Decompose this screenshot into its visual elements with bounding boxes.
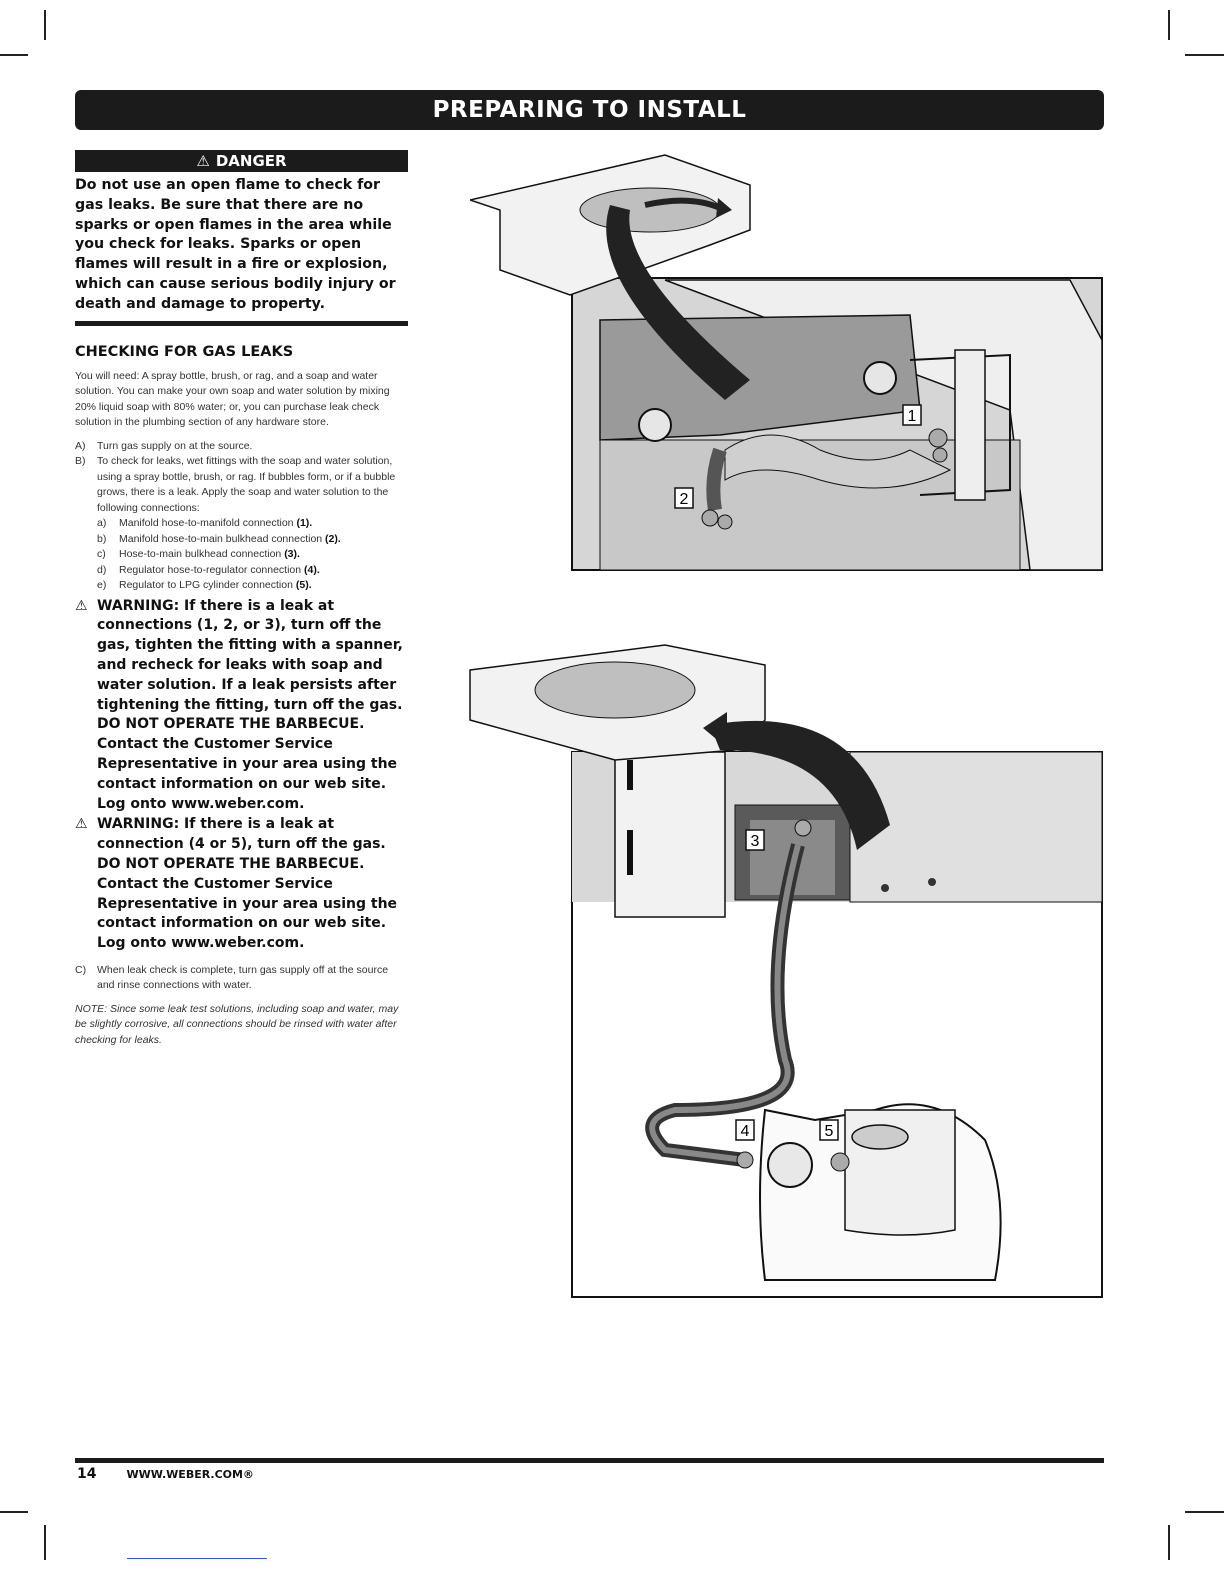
crop-mark	[44, 10, 46, 40]
callout-3: 3	[745, 829, 765, 851]
step-label: A)	[75, 439, 86, 452]
warning-text: WARNING: If there is a leak at connectio…	[97, 597, 403, 812]
step-b: B) To check for leaks, wet fittings with…	[75, 454, 408, 516]
instructions-column: ⚠ DANGER Do not use an open flame to che…	[75, 150, 408, 1048]
callout-1: 1	[902, 404, 922, 426]
callout-4: 4	[735, 1119, 755, 1141]
page-number: 14	[77, 1466, 97, 1482]
warning-block: ⚠ WARNING: If there is a leak at connect…	[75, 597, 408, 815]
crop-mark	[1185, 54, 1224, 56]
connection-item: c) Hose-to-main bulkhead connection (3).	[97, 548, 300, 561]
step-text: To check for leaks, wet fittings with th…	[97, 455, 396, 514]
crop-mark	[1168, 10, 1170, 40]
danger-text: Do not use an open flame to check for ga…	[75, 177, 396, 312]
page-header: PREPARING TO INSTALL	[75, 90, 1104, 130]
intro-text: You will need: A spray bottle, brush, or…	[75, 369, 390, 429]
footer: 14 WWW.WEBER.COM®	[77, 1466, 254, 1482]
note-text: NOTE: Since some leak test solutions, in…	[75, 1002, 399, 1046]
svg-text:5: 5	[825, 1123, 834, 1140]
warning-triangle-icon: ⚠	[196, 152, 210, 170]
svg-text:3: 3	[751, 833, 760, 850]
crop-mark	[1185, 1511, 1224, 1513]
warning-triangle-icon: ⚠	[75, 597, 88, 614]
crop-mark	[44, 1525, 46, 1560]
svg-text:1: 1	[908, 408, 917, 425]
step-label: B)	[75, 455, 86, 468]
crop-mark	[0, 54, 28, 56]
danger-label: DANGER	[215, 152, 287, 170]
link-underline	[127, 1558, 267, 1559]
divider	[75, 320, 408, 326]
warning-triangle-icon: ⚠	[75, 816, 88, 833]
footer-divider	[75, 1458, 1104, 1463]
step-a: A) Turn gas supply on at the source.	[75, 439, 408, 455]
page-title: PREPARING TO INSTALL	[432, 97, 747, 123]
footer-website: WWW.WEBER.COM®	[126, 1468, 254, 1481]
crop-mark	[0, 1511, 28, 1513]
connection-item: d) Regulator hose-to-regulator connectio…	[97, 563, 320, 576]
connection-item: e) Regulator to LPG cylinder connection …	[97, 579, 312, 592]
svg-text:4: 4	[741, 1123, 750, 1140]
crop-mark	[1168, 1525, 1170, 1560]
connection-item: a) Manifold hose-to-manifold connection …	[97, 517, 313, 530]
connection-item: b) Manifold hose-to-main bulkhead connec…	[97, 532, 341, 545]
warning-block: ⚠ WARNING: If there is a leak at connect…	[75, 815, 408, 954]
step-c: C) When leak check is complete, turn gas…	[75, 963, 389, 992]
callout-5: 5	[819, 1119, 839, 1141]
danger-banner: ⚠ DANGER	[75, 150, 408, 172]
warning-text: WARNING: If there is a leak at connectio…	[97, 816, 398, 952]
svg-text:2: 2	[680, 491, 689, 508]
step-text: Turn gas supply on at the source.	[97, 439, 253, 452]
callout-2: 2	[674, 487, 694, 509]
section-title: CHECKING FOR GAS LEAKS	[75, 343, 294, 360]
cylinder-illustration: 3 4 5	[469, 644, 1103, 1298]
manifold-illustration: 1 2	[470, 154, 1103, 571]
